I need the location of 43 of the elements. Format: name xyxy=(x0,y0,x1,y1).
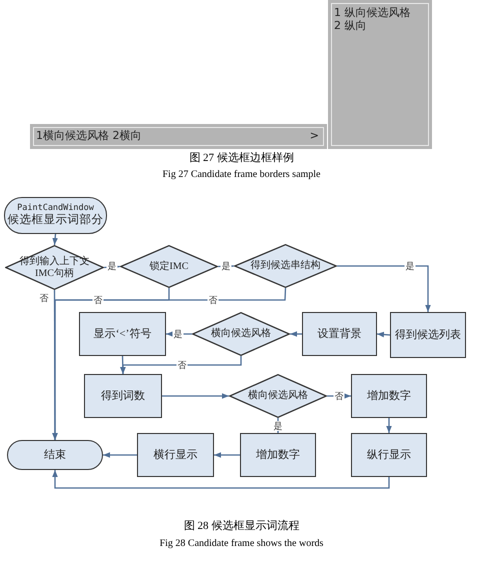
edge-label: 否 xyxy=(208,295,218,305)
arrow xyxy=(290,331,302,337)
vertical-candidate-window: 1 纵向候选风格 2 纵向 xyxy=(328,0,432,149)
arrow xyxy=(52,470,390,489)
process-box: 显示‘<’符号 xyxy=(79,312,166,356)
edge-label: 否 xyxy=(176,360,188,370)
edge-label: 是 xyxy=(404,261,416,271)
decision-diamond: 得到候选串结构 xyxy=(234,244,337,288)
arrow xyxy=(162,393,229,399)
process-box: 纵行显示 xyxy=(351,433,427,477)
arrow xyxy=(376,332,390,338)
process-box: 得到候选列表 xyxy=(390,312,466,358)
edge-label: 是 xyxy=(106,261,118,271)
arrow xyxy=(120,356,126,374)
decision-diamond: 横向候选风格 xyxy=(192,312,290,356)
edge-label: 否 xyxy=(38,293,50,303)
edge-label: 是 xyxy=(172,329,184,339)
figure-caption: Fig 28 Candidate frame shows the words xyxy=(158,537,324,550)
decision-diamond: 横向候选风格 xyxy=(229,374,327,418)
process-box: 增加数字 xyxy=(240,433,316,477)
horizontal-candidate-window: 1横向候选风格 2横向 > xyxy=(30,124,327,149)
figure-caption: 图 27 候选框边框样例 xyxy=(188,152,295,165)
process-box: 增加数字 xyxy=(351,374,427,418)
process-box: 横行显示 xyxy=(137,433,214,477)
figure-caption: 图 28 候选框显示词流程 xyxy=(182,520,300,533)
end-terminator: 结束 xyxy=(7,440,103,470)
figure-caption: Fig 27 Candidate frame borders sample xyxy=(161,168,322,181)
arrow xyxy=(103,452,137,458)
edge-label: 否 xyxy=(334,391,344,401)
edge-label: 是 xyxy=(220,261,232,271)
arrow xyxy=(386,418,392,433)
start-terminator: PaintCandWindow 候选框显示词部分 xyxy=(4,197,107,234)
decision-diamond: 得到输入上下文IMC句柄 xyxy=(5,245,104,290)
arrow xyxy=(214,452,240,458)
edge-label: 否 xyxy=(92,295,104,305)
edge-label: 是 xyxy=(272,421,284,431)
arrow xyxy=(52,288,286,440)
arrow xyxy=(337,265,431,312)
arrow xyxy=(52,234,58,246)
arrow xyxy=(104,264,120,270)
process-box: 得到词数 xyxy=(84,374,162,418)
process-box: 设置背景 xyxy=(302,312,377,356)
decision-diamond: 锁定IMC xyxy=(120,245,218,288)
